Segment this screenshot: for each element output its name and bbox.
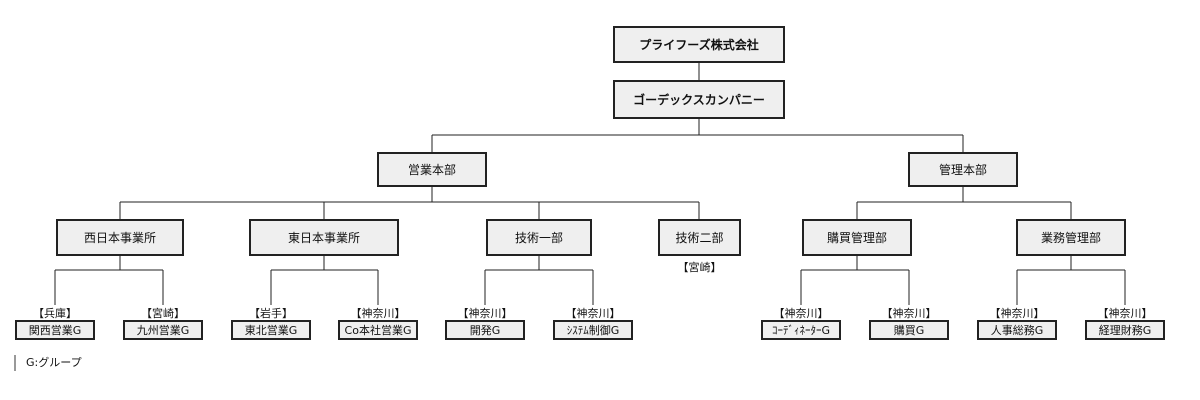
unit-node-purchasing: 購買管理部: [802, 219, 912, 256]
unit-node-east-japan: 東日本事業所: [249, 219, 399, 256]
group-location: 【神奈川】: [881, 307, 937, 320]
group-node: 購買G: [869, 320, 949, 340]
group-node: 開発G: [445, 320, 525, 340]
unit-label: 業務管理部: [1040, 231, 1101, 245]
group-label: Co本社営業G: [344, 324, 412, 337]
unit-label: 技術一部: [514, 231, 563, 245]
unit-node-operations: 業務管理部: [1016, 219, 1126, 256]
division-node: ゴーデックスカンパニー: [613, 80, 785, 119]
group-location: 【兵庫】: [33, 307, 77, 320]
group-label: 開発G: [469, 324, 501, 337]
group-label: ｺｰﾃﾞｨﾈｰﾀｰG: [771, 324, 831, 337]
unit-node-west-japan: 西日本事業所: [56, 219, 184, 256]
department-label: 管理本部: [938, 163, 987, 177]
group-location: 【神奈川】: [989, 307, 1045, 320]
group-label: 購買G: [893, 324, 925, 337]
group-node: 人事総務G: [977, 320, 1057, 340]
unit-label: 技術二部: [675, 231, 724, 245]
group-location: 【神奈川】: [565, 307, 621, 320]
company-node: プライフーズ株式会社: [613, 26, 785, 63]
group-label: 人事総務G: [990, 324, 1044, 337]
group-label: 九州営業G: [136, 324, 190, 337]
group-node: 東北営業G: [231, 320, 311, 340]
group-location: 【宮崎】: [141, 307, 185, 320]
group-label: 東北営業G: [244, 324, 298, 337]
unit-label: 購買管理部: [826, 231, 887, 245]
group-node: 九州営業G: [123, 320, 203, 340]
group-location: 【神奈川】: [1097, 307, 1153, 320]
department-node-sales: 営業本部: [377, 152, 487, 187]
group-location: 【岩手】: [249, 307, 293, 320]
company-label: プライフーズ株式会社: [639, 38, 759, 52]
division-label: ゴーデックスカンパニー: [633, 93, 765, 107]
group-label: 関西営業G: [28, 324, 82, 337]
group-node: 経理財務G: [1085, 320, 1165, 340]
group-node: 関西営業G: [15, 320, 95, 340]
group-location: 【神奈川】: [350, 307, 406, 320]
group-label: ｼｽﾃﾑ制御G: [566, 324, 620, 337]
legend-note: G:グループ: [14, 355, 82, 371]
unit-label: 東日本事業所: [287, 231, 360, 245]
department-label: 営業本部: [407, 163, 456, 177]
group-node: Co本社営業G: [338, 320, 418, 340]
group-location: 【神奈川】: [457, 307, 513, 320]
department-node-admin: 管理本部: [908, 152, 1018, 187]
group-node: ｼｽﾃﾑ制御G: [553, 320, 633, 340]
unit-node-tech-2: 技術二部: [658, 219, 741, 256]
unit-label: 西日本事業所: [83, 231, 156, 245]
group-label: 経理財務G: [1098, 324, 1152, 337]
unit-node-tech-1: 技術一部: [486, 219, 592, 256]
unit-location-tech-2: 【宮崎】: [677, 261, 722, 274]
group-node: ｺｰﾃﾞｨﾈｰﾀｰG: [761, 320, 841, 340]
group-location: 【神奈川】: [773, 307, 829, 320]
